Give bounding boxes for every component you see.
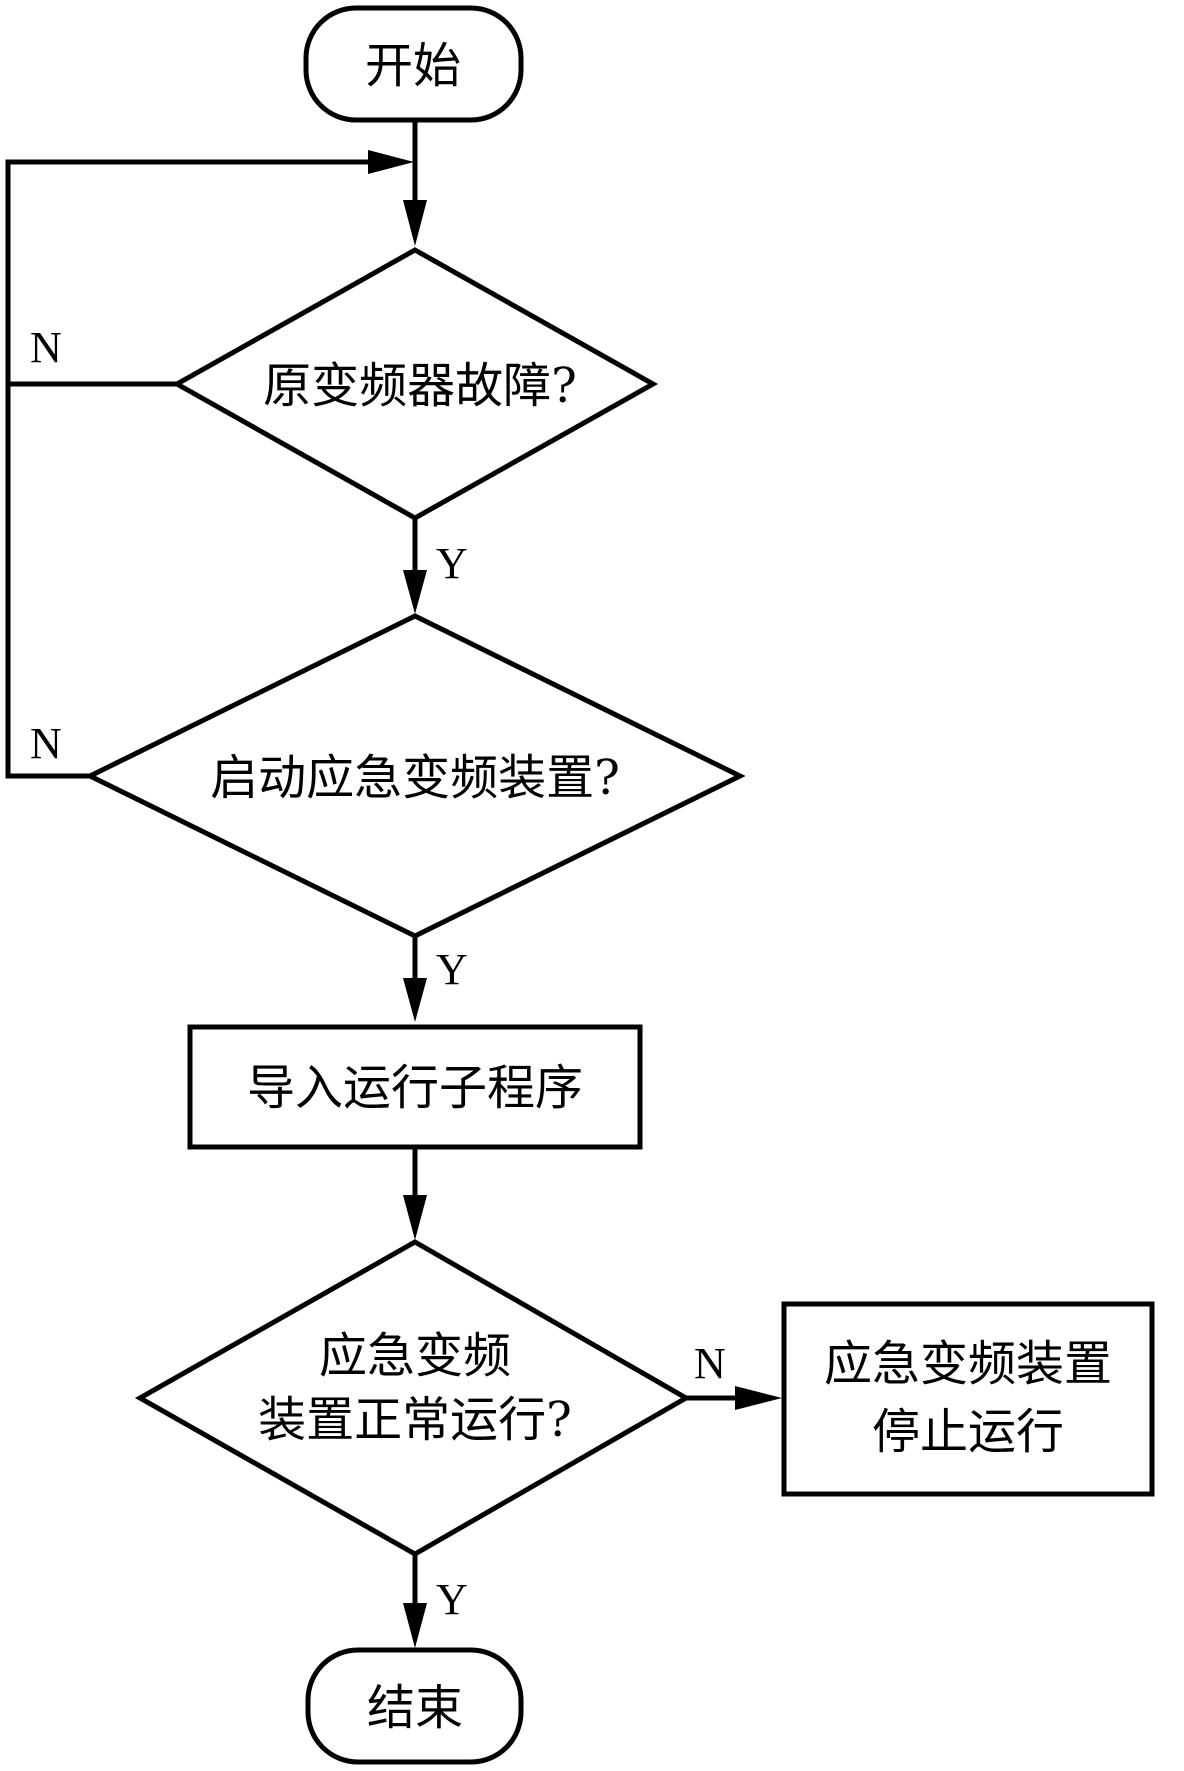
arrow-into-decision2 — [403, 570, 427, 614]
arrow-into-decision3 — [403, 1195, 427, 1240]
end-terminal — [305, 1647, 524, 1765]
process-device-stop-running — [781, 1301, 1155, 1497]
decision3-label-line1: 应急变频 — [319, 1328, 511, 1384]
decision1-label: 原变频器故障? — [263, 358, 577, 414]
arrow-into-decision1 — [403, 200, 427, 246]
start-label: 开始 — [365, 38, 461, 94]
arrow-into-end — [403, 1603, 427, 1648]
decision2-yes-label: Y — [436, 945, 468, 994]
decision2-no-label: N — [30, 719, 62, 768]
decision2-label: 启动应急变频装置? — [210, 750, 620, 806]
loop-lines — [5, 381, 177, 779]
process-label: 导入运行子程序 — [247, 1060, 583, 1116]
decision3-yes-label: Y — [436, 1575, 468, 1624]
loop-top-line — [5, 159, 375, 384]
end-label: 结束 — [367, 1680, 463, 1736]
decision3-label-line2: 装置正常运行? — [258, 1392, 572, 1448]
decision1-no-label: N — [30, 323, 62, 372]
stop-label-line1: 应急变频装置 — [824, 1336, 1112, 1392]
stop-label-line2: 停止运行 — [872, 1404, 1064, 1460]
decision3-no-label: N — [694, 1339, 726, 1388]
arrow-loop-return — [368, 150, 414, 174]
arrow-into-process — [403, 978, 427, 1022]
arrow-into-stop — [735, 1386, 782, 1410]
decision1-yes-label: Y — [436, 539, 468, 588]
